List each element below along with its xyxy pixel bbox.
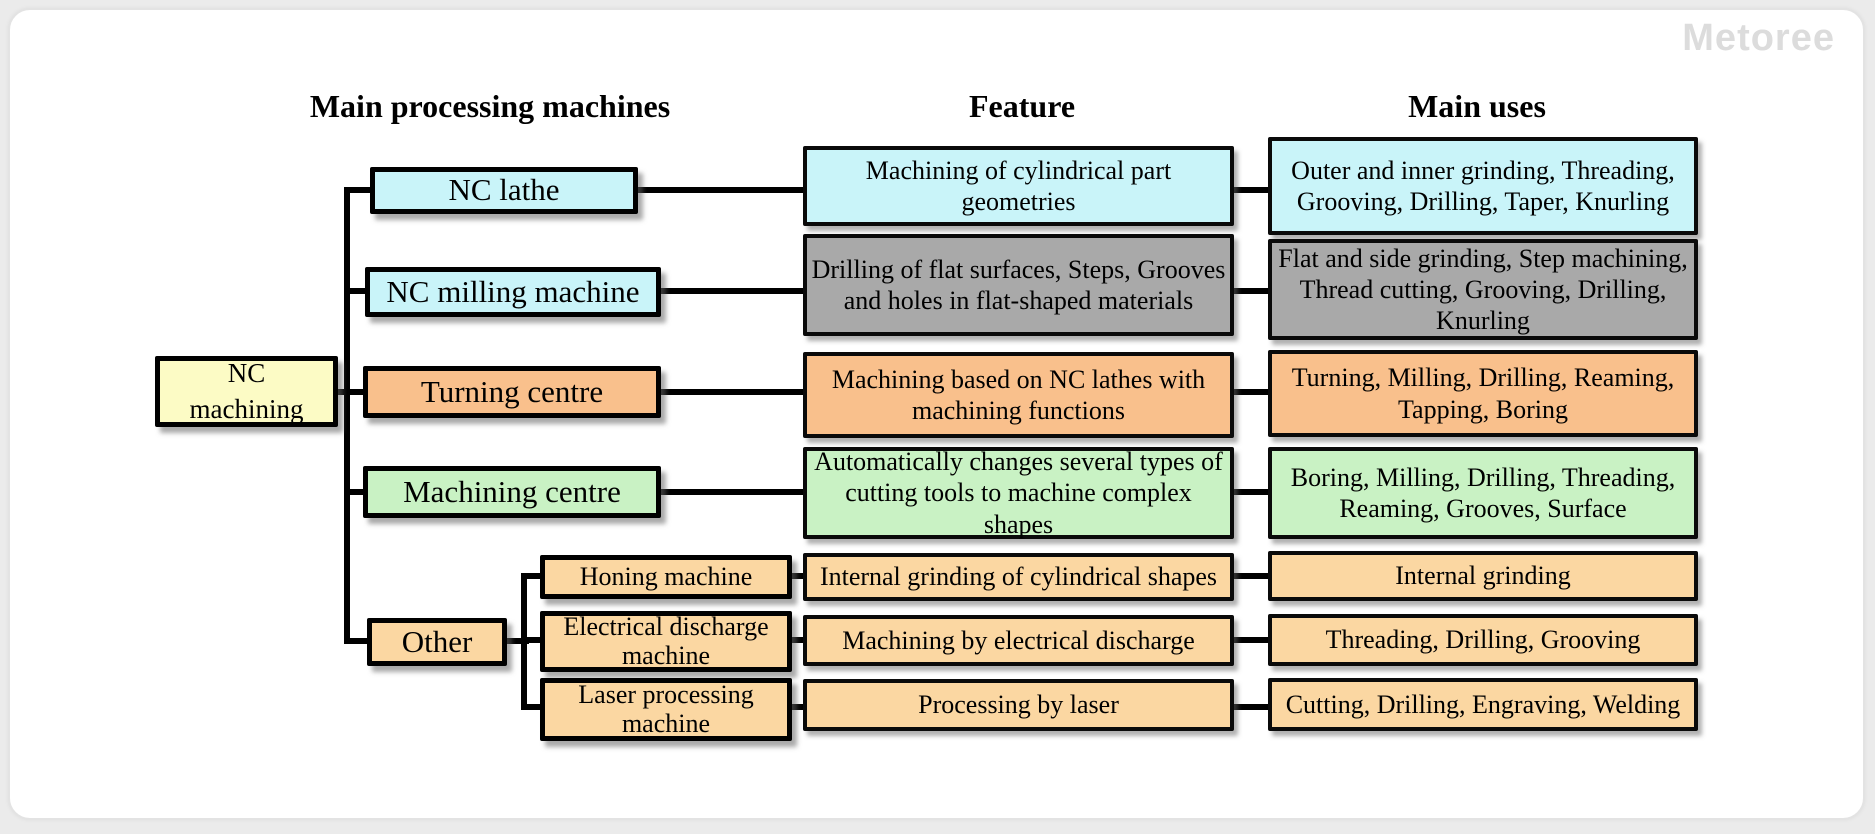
connector-stub-machining-centre bbox=[344, 489, 370, 495]
connector-root-stub bbox=[334, 389, 370, 395]
connector-stub-honing bbox=[524, 573, 544, 579]
connector-feature-uses-row1 bbox=[1232, 187, 1270, 193]
uses-box-machining-centre: Boring, Milling, Drilling, Threading, Re… bbox=[1268, 447, 1698, 539]
machine-box-nc-milling: NC milling machine bbox=[365, 267, 661, 317]
column-header-machines: Main processing machines bbox=[309, 88, 671, 124]
machine-box-other: Other bbox=[367, 618, 507, 666]
connector-stub-edm bbox=[524, 637, 544, 643]
machine-box-machining-centre: Machining centre bbox=[363, 466, 661, 518]
connector-machine-feature-row3 bbox=[659, 389, 805, 395]
uses-box-honing: Internal grinding bbox=[1268, 551, 1698, 601]
feature-box-laser: Processing by laser bbox=[803, 679, 1234, 731]
connector-feature-uses-row4 bbox=[1232, 489, 1270, 495]
connector-feature-uses-row7 bbox=[1232, 704, 1270, 710]
feature-box-machining-centre: Automatically changes several types of c… bbox=[803, 447, 1234, 539]
connector-stub-laser bbox=[524, 704, 544, 710]
uses-box-nc-lathe: Outer and inner grinding, Threading, Gro… bbox=[1268, 137, 1698, 235]
machine-box-honing: Honing machine bbox=[540, 555, 792, 599]
connector-machine-feature-row7 bbox=[790, 704, 805, 710]
connector-stub-nc-milling bbox=[344, 288, 372, 294]
root-box-nc-machining: NC machining bbox=[155, 356, 338, 427]
connector-machine-feature-row2 bbox=[659, 288, 805, 294]
feature-box-honing: Internal grinding of cylindrical shapes bbox=[803, 553, 1234, 601]
connector-stub-nc-lathe bbox=[344, 187, 376, 193]
uses-box-laser: Cutting, Drilling, Engraving, Welding bbox=[1268, 678, 1698, 731]
uses-box-turning-centre: Turning, Milling, Drilling, Reaming, Tap… bbox=[1268, 350, 1698, 437]
machine-box-laser: Laser processing machine bbox=[540, 678, 792, 741]
connector-other-stub-right bbox=[505, 638, 529, 644]
feature-box-nc-milling: Drilling of flat surfaces, Steps, Groove… bbox=[803, 234, 1234, 336]
connector-machine-feature-row4 bbox=[659, 489, 805, 495]
metoree-watermark: Metoree bbox=[1682, 17, 1835, 59]
column-header-feature: Feature bbox=[968, 88, 1076, 124]
feature-box-turning-centre: Machining based on NC lathes with machin… bbox=[803, 352, 1234, 438]
connector-stub-other bbox=[344, 638, 374, 644]
connector-machine-feature-row5 bbox=[790, 573, 805, 579]
column-header-uses: Main uses bbox=[1408, 88, 1546, 124]
connector-feature-uses-row6 bbox=[1232, 637, 1270, 643]
connector-feature-uses-row5 bbox=[1232, 573, 1270, 579]
connector-machine-feature-row6 bbox=[790, 637, 805, 643]
connector-feature-uses-row3 bbox=[1232, 389, 1270, 395]
uses-box-nc-milling: Flat and side grinding, Step machining, … bbox=[1268, 239, 1698, 340]
feature-box-nc-lathe: Machining of cylindrical part geometries bbox=[803, 146, 1234, 226]
uses-box-edm: Threading, Drilling, Grooving bbox=[1268, 614, 1698, 666]
feature-box-edm: Machining by electrical discharge bbox=[803, 615, 1234, 666]
machine-box-edm: Electrical discharge machine bbox=[540, 611, 792, 672]
machine-box-turning-centre: Turning centre bbox=[363, 366, 661, 418]
machine-box-nc-lathe: NC lathe bbox=[370, 167, 638, 214]
connector-machine-feature-row1 bbox=[636, 187, 805, 193]
connector-feature-uses-row2 bbox=[1232, 288, 1270, 294]
connector-trunk-vertical bbox=[344, 187, 350, 644]
